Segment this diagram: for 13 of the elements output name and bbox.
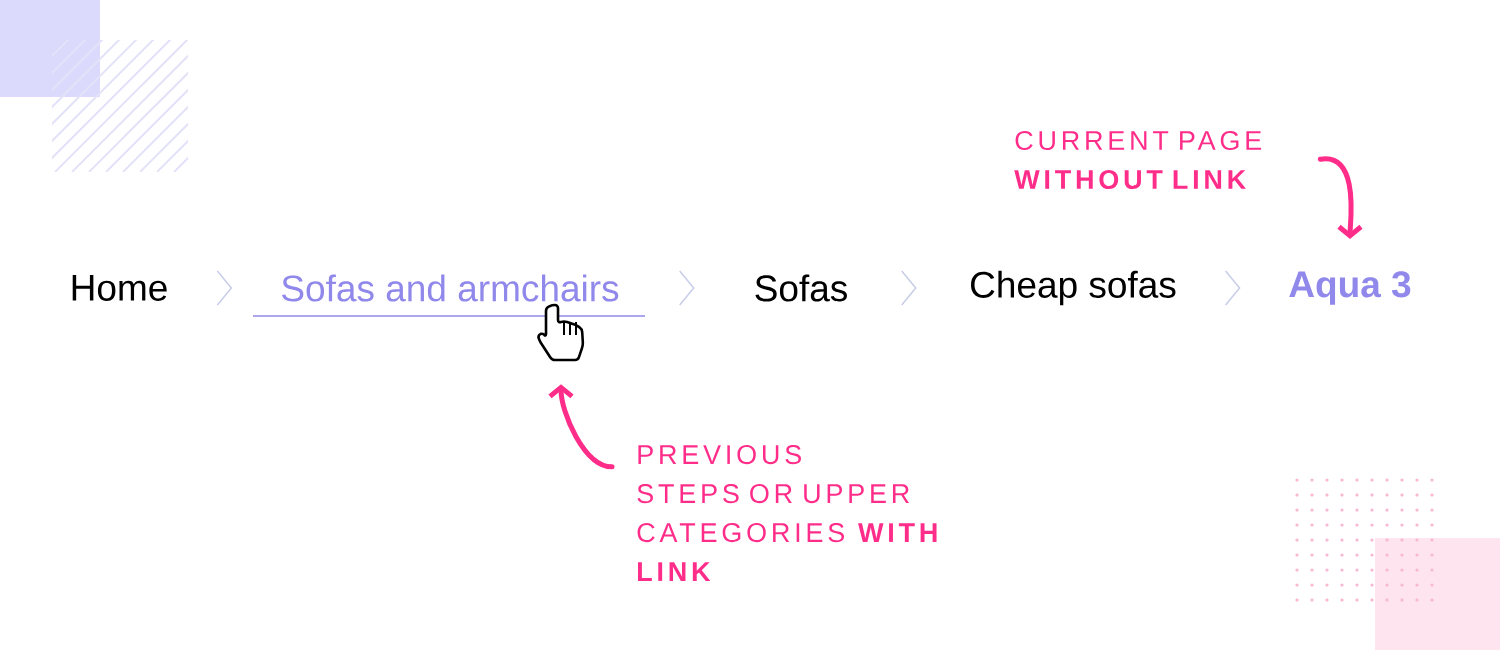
breadcrumb-item: Home xyxy=(72,275,167,301)
current-page-item: Aqua 3 xyxy=(1289,271,1411,305)
callout-text: CURRENT PAGE WITHOUT LINK xyxy=(1014,130,1262,190)
chevron-separator xyxy=(678,270,695,306)
curved-arrow xyxy=(548,384,615,470)
breadcrumb-item: Sofas xyxy=(755,274,847,302)
callout-text: PREVIOUS STEPS OR UPPER CATEGORIES WITH LINK xyxy=(637,445,937,581)
chevron-separator xyxy=(216,270,233,306)
breadcrumb-link: Sofas and armchairs xyxy=(282,274,619,302)
breadcrumb-item: Cheap sofas xyxy=(971,270,1176,306)
cursor-icon xyxy=(537,303,585,362)
chevron-separator xyxy=(1224,270,1241,306)
chevron-separator xyxy=(900,270,917,306)
